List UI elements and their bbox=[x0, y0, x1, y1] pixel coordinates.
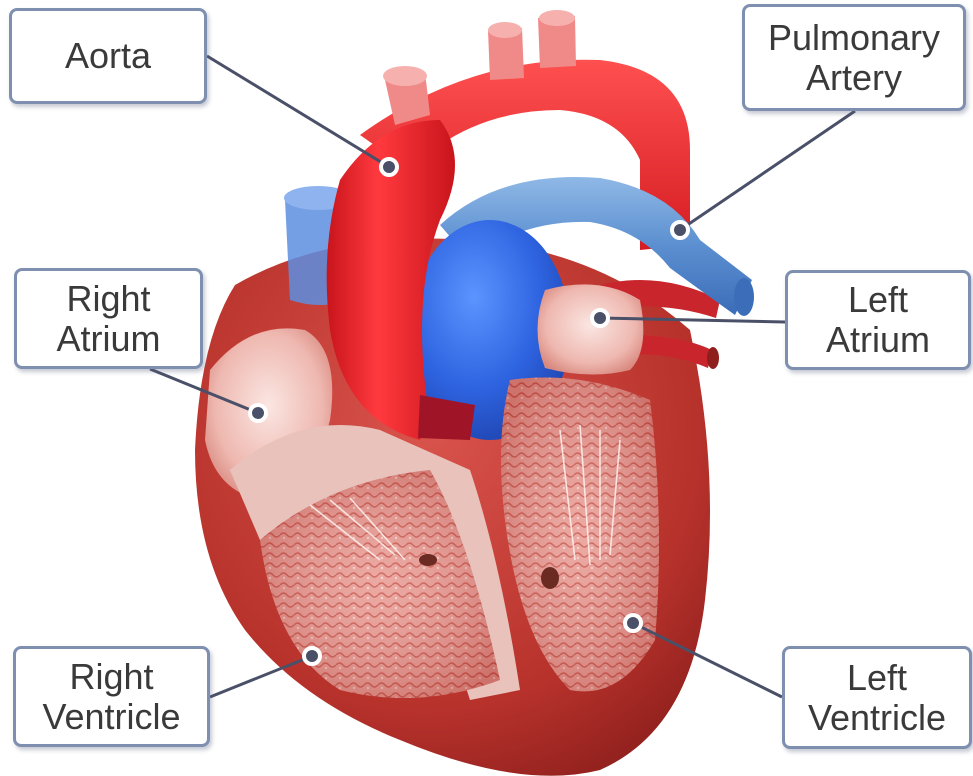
label-left-ventricle-line2: Ventricle bbox=[808, 698, 946, 738]
label-aorta: Aorta bbox=[9, 8, 207, 104]
label-left-atrium-line1: Left bbox=[826, 280, 930, 320]
label-pulmonary-artery-line2: Artery bbox=[768, 58, 940, 98]
label-left-ventricle: Left Ventricle bbox=[782, 646, 972, 749]
left-atrium-chamber bbox=[538, 284, 644, 374]
label-pulmonary-artery-line1: Pulmonary bbox=[768, 18, 940, 58]
label-aorta-text: Aorta bbox=[65, 36, 151, 76]
label-right-atrium-line1: Right bbox=[56, 279, 160, 319]
label-right-ventricle-line1: Right bbox=[42, 657, 180, 697]
label-right-ventricle-line2: Ventricle bbox=[42, 697, 180, 737]
label-pulmonary-artery: Pulmonary Artery bbox=[742, 4, 966, 111]
label-left-atrium: Left Atrium bbox=[785, 270, 971, 370]
label-right-ventricle: Right Ventricle bbox=[13, 646, 210, 747]
label-left-ventricle-line1: Left bbox=[808, 658, 946, 698]
label-right-atrium-line2: Atrium bbox=[56, 319, 160, 359]
label-right-atrium: Right Atrium bbox=[14, 268, 203, 369]
label-left-atrium-line2: Atrium bbox=[826, 320, 930, 360]
